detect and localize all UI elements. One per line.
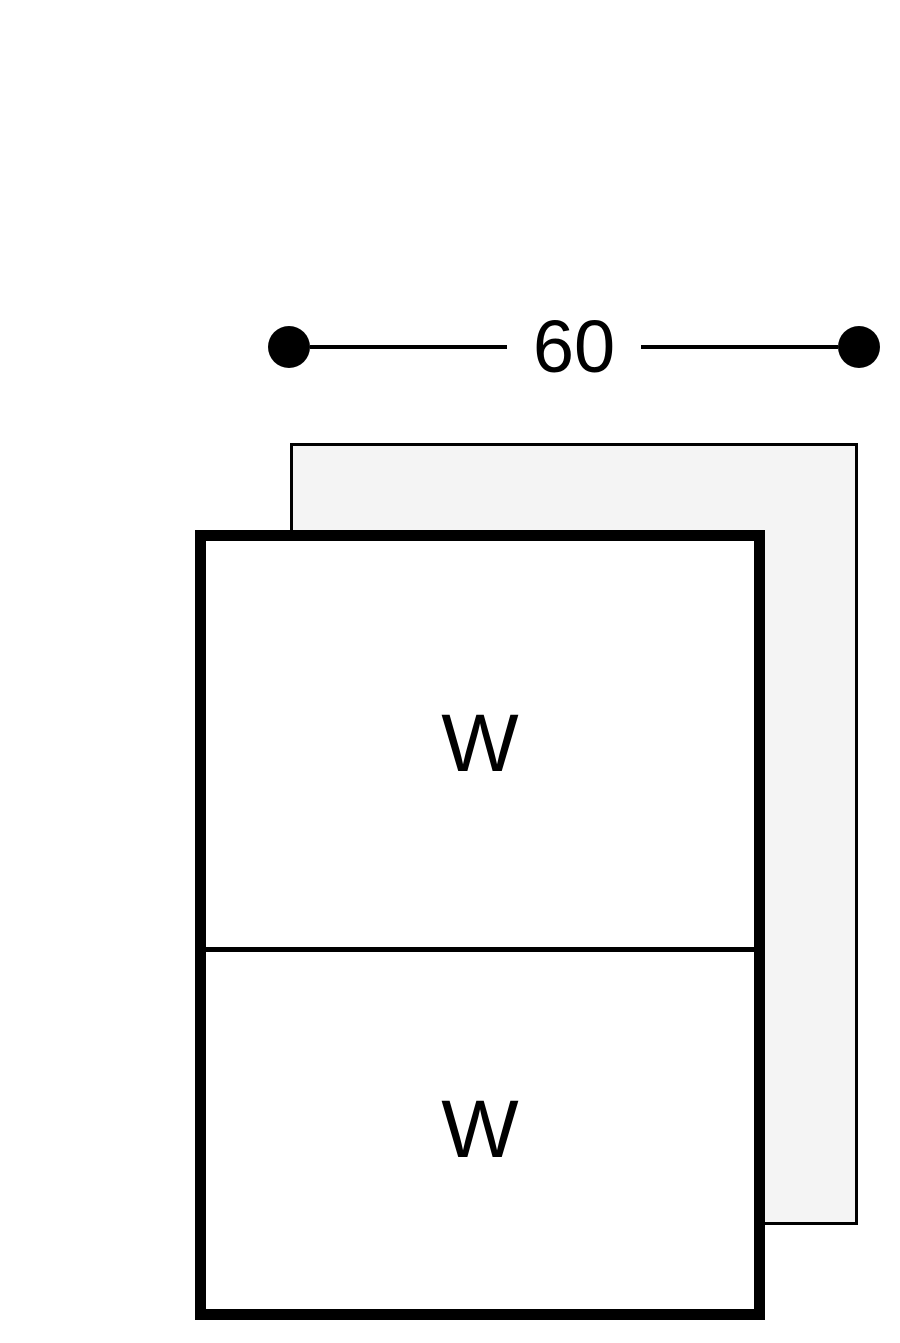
dimension-line-left [310, 345, 507, 349]
cabinet-outline: W W [195, 530, 765, 1320]
compartment-top-label: W [441, 697, 519, 789]
compartment-bottom-label: W [441, 1084, 519, 1176]
width-dimension: 60 [268, 305, 880, 388]
dimension-label: 60 [532, 305, 616, 388]
compartment-top: W [206, 541, 754, 952]
dimension-endpoint-left-icon [268, 326, 310, 368]
dimension-endpoint-right-icon [838, 326, 880, 368]
compartment-bottom: W [206, 952, 754, 1309]
dimension-line-right [641, 345, 838, 349]
